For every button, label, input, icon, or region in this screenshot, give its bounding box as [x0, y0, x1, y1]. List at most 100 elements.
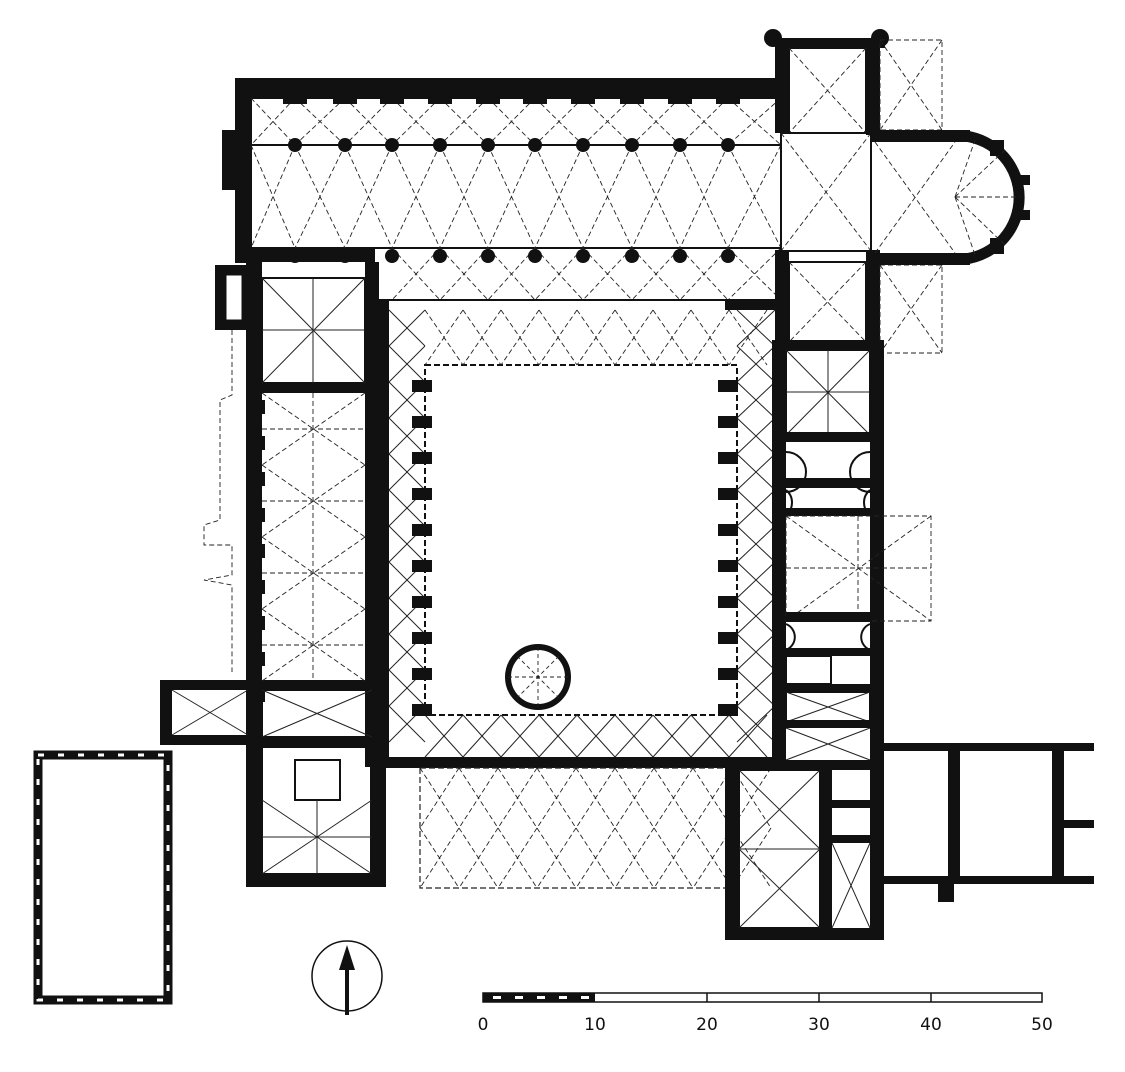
east-building	[884, 743, 1094, 902]
pier	[481, 249, 495, 263]
pier	[481, 138, 495, 152]
buttress	[428, 92, 452, 104]
plan-line	[487, 247, 536, 301]
plan-line	[261, 608, 366, 682]
plan-line	[250, 144, 296, 249]
cloister-pier	[412, 416, 432, 428]
plan-line	[458, 827, 499, 889]
scale-label-0: 0	[478, 1015, 489, 1035]
plan-line	[736, 345, 776, 383]
plan-line	[728, 714, 768, 758]
cloister-pier	[412, 560, 432, 572]
plan-line	[261, 608, 366, 682]
plan-line	[582, 247, 633, 301]
buttress	[333, 92, 357, 104]
plan-line	[736, 597, 776, 635]
plan-line	[538, 714, 578, 758]
plan-line	[388, 309, 426, 347]
west-range	[203, 262, 386, 887]
plan-line	[462, 714, 502, 758]
plan-line	[576, 309, 616, 366]
plan-line	[736, 705, 776, 743]
plan-line	[575, 767, 616, 829]
cloister	[378, 299, 780, 768]
plan-line	[388, 345, 426, 383]
plan-line	[736, 561, 776, 599]
cloister-garth	[424, 364, 738, 716]
plan-line	[690, 714, 730, 758]
plan-line	[736, 669, 776, 707]
buttress	[523, 92, 547, 104]
cloister-pier	[718, 668, 738, 680]
cloister-pier	[718, 560, 738, 572]
pier	[338, 249, 352, 263]
plan-line	[614, 827, 655, 889]
plan-line	[261, 392, 366, 466]
pier	[433, 138, 447, 152]
plan-line	[419, 767, 460, 829]
scale-label-20: 20	[696, 1015, 718, 1035]
scale-label-30: 30	[808, 1015, 830, 1035]
cloister-pier	[412, 524, 432, 536]
plan-line	[497, 827, 538, 889]
plan-line	[631, 247, 681, 301]
plan-line	[679, 247, 729, 301]
cloister-pier	[718, 488, 738, 500]
buttress	[255, 688, 265, 702]
cloister-pier	[412, 632, 432, 644]
buttress	[716, 92, 740, 104]
cloister-pier	[718, 524, 738, 536]
plan-line	[497, 767, 538, 829]
plan-line	[652, 714, 692, 758]
plan-line	[679, 97, 729, 146]
nave	[250, 97, 782, 249]
plan-line	[294, 144, 346, 249]
cloister-pier	[718, 416, 738, 428]
plan-line	[727, 97, 782, 146]
church-south-wall-west	[235, 248, 375, 262]
west-portal	[222, 130, 236, 190]
buttress	[380, 92, 404, 104]
pier	[288, 138, 302, 152]
plan-line	[534, 247, 584, 301]
plan-line	[458, 767, 499, 829]
refectory	[419, 767, 772, 889]
plan-line	[439, 144, 489, 249]
plan-line	[652, 309, 692, 366]
cloister-pier	[718, 596, 738, 608]
plan-line	[462, 309, 502, 366]
cloister-pier	[412, 596, 432, 608]
plan-line	[250, 97, 296, 146]
plan-line	[419, 827, 460, 889]
plan-line	[500, 714, 540, 758]
buttress	[255, 580, 265, 594]
plan-line	[653, 767, 694, 829]
southwest-building	[33, 680, 260, 1005]
buttress	[571, 92, 595, 104]
plan-line	[653, 827, 694, 889]
pier	[673, 249, 687, 263]
plan-line	[582, 144, 633, 249]
church-west-wall	[235, 78, 251, 263]
plan-line	[391, 144, 441, 249]
buttress	[620, 92, 644, 104]
cloister-pier	[412, 488, 432, 500]
church	[222, 29, 1030, 354]
plan-line	[727, 144, 782, 249]
buttress	[255, 616, 265, 630]
plan-line	[424, 309, 464, 366]
plan-line	[690, 309, 730, 366]
plan-line	[736, 417, 776, 455]
cloister-vaults	[388, 309, 776, 758]
transept-west-wall	[775, 38, 789, 133]
cloister-pier	[412, 452, 432, 464]
transept-north-wall	[775, 38, 885, 48]
pier	[385, 249, 399, 263]
cloister-pier	[412, 704, 432, 716]
plan-line	[439, 247, 489, 301]
cloister-pier	[718, 704, 738, 716]
plan-line	[679, 144, 729, 249]
plan-line	[391, 247, 441, 301]
plan-line	[294, 97, 346, 146]
plan-line	[614, 767, 655, 829]
